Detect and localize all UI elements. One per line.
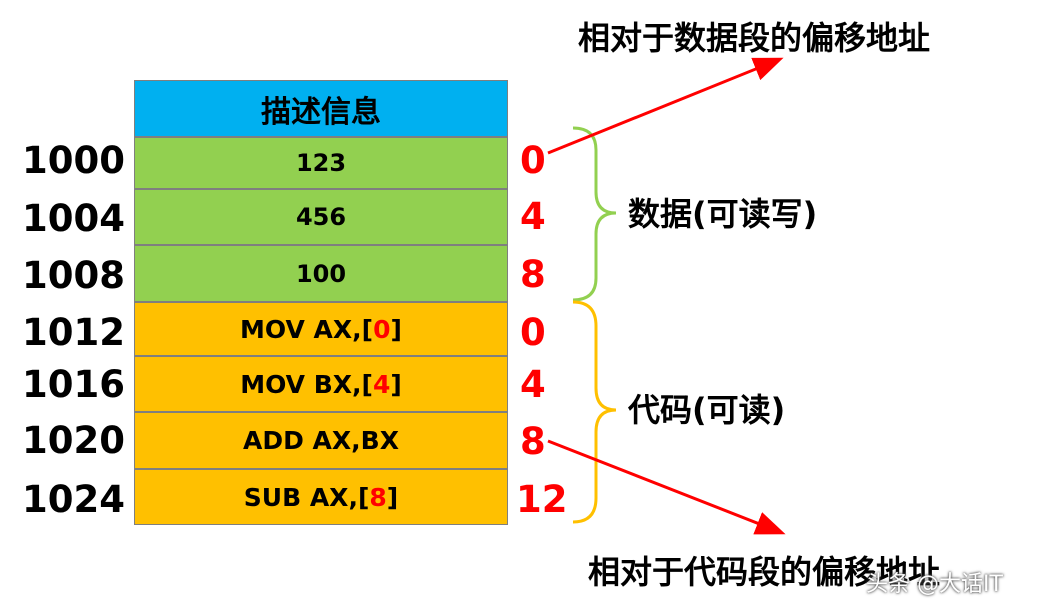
- offset-value: 12: [516, 478, 568, 521]
- offset-highlight: 0: [373, 314, 391, 344]
- table-row-1020: ADD AX,BX: [134, 412, 508, 469]
- code-segment-label: 代码(可读): [628, 391, 786, 429]
- table-header-label: 描述信息: [261, 94, 381, 130]
- row-content: 100: [295, 259, 347, 288]
- row-content: SUB AX,[8]: [243, 482, 399, 512]
- data-offset-label: 相对于数据段的偏移地址: [578, 19, 931, 57]
- data-segment-label: 数据(可读写): [628, 195, 818, 233]
- offset-highlight: 4: [372, 369, 391, 399]
- offset-value: 4: [520, 195, 546, 238]
- table-row-1000: 123: [134, 137, 508, 189]
- data-offset-arrow: [547, 57, 784, 155]
- address-label: 1008: [22, 254, 125, 297]
- code-segment-brace: [572, 300, 617, 524]
- offset-value: 8: [520, 420, 546, 463]
- code-offset-arrow: [547, 439, 786, 535]
- address-label: 1016: [22, 363, 125, 406]
- table-row-1012: MOV AX,[0]: [134, 302, 508, 356]
- row-content: 456: [295, 203, 347, 231]
- offset-highlight: 8: [369, 482, 387, 512]
- watermark: 头条 @大话IT: [866, 572, 1003, 597]
- table-header: 描述信息: [134, 80, 508, 137]
- address-label: 1024: [22, 478, 125, 521]
- data-segment-brace: [572, 126, 617, 302]
- offset-value: 0: [520, 311, 546, 354]
- address-label: 1012: [22, 311, 125, 354]
- offset-value: 4: [520, 363, 546, 406]
- offset-value: 0: [520, 139, 546, 182]
- address-label: 1020: [22, 419, 125, 462]
- table-row-1008: 100: [134, 245, 508, 302]
- row-content: MOV AX,[0]: [240, 314, 402, 344]
- table-row-1024: SUB AX,[8]: [134, 469, 508, 525]
- row-content: ADD AX,BX: [242, 426, 399, 455]
- table-row-1004: 456: [134, 189, 508, 245]
- row-content: 123: [295, 149, 347, 177]
- address-label: 1004: [22, 197, 125, 240]
- offset-value: 8: [520, 253, 546, 296]
- row-content: MOV BX,[4]: [240, 369, 402, 399]
- code-offset-label: 相对于代码段的偏移地址: [588, 553, 941, 591]
- address-label: 1000: [22, 139, 125, 182]
- table-row-1016: MOV BX,[4]: [134, 356, 508, 412]
